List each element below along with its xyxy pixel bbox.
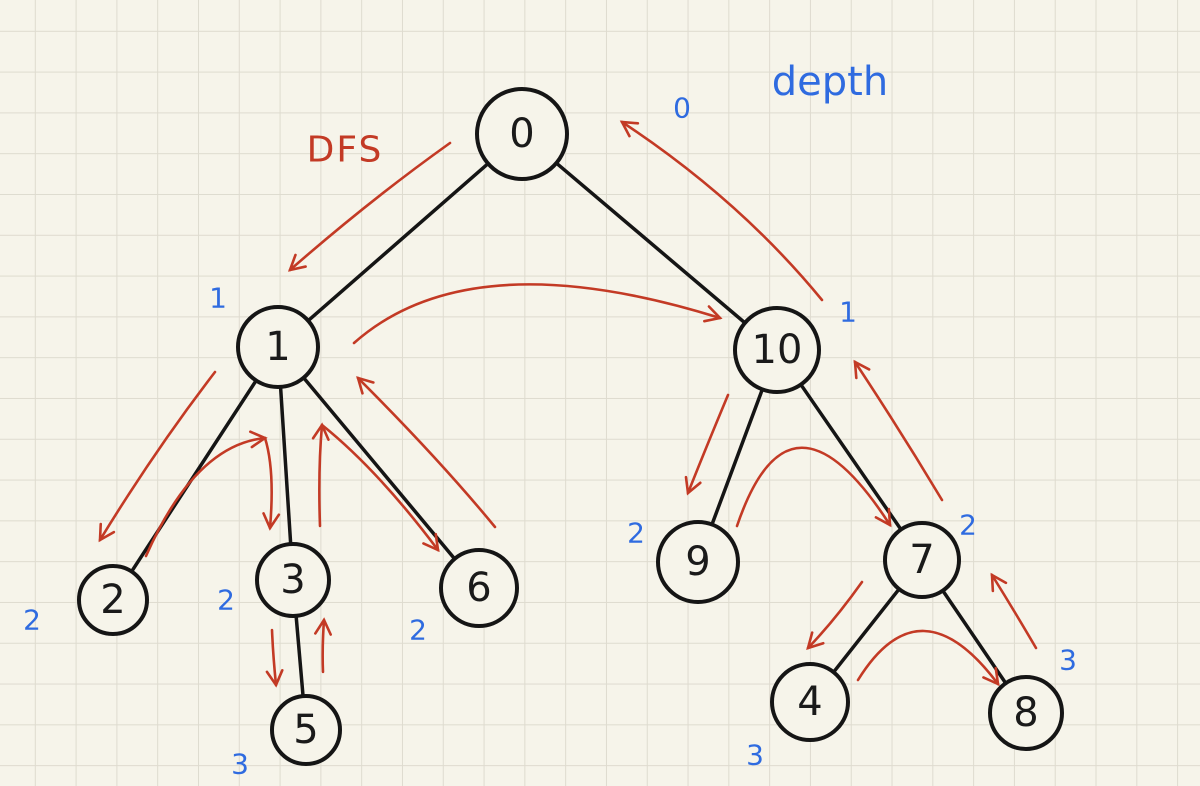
- arrow-5-to-3: [314, 617, 332, 674]
- depth-label-5: 3: [231, 748, 249, 781]
- arrow-4-to-8: [856, 629, 1000, 687]
- node-circle: [475, 87, 569, 181]
- depth-label-6: 2: [409, 614, 427, 647]
- arrow-1-to-3: [262, 436, 281, 531]
- node-label: 4: [797, 679, 822, 725]
- arrow-10-to-9: [684, 393, 730, 496]
- arrow-8-to-7: [990, 572, 1038, 650]
- node-circle: [270, 694, 342, 766]
- arrow-3-to-5: [265, 628, 284, 688]
- node-0: 0: [475, 87, 569, 181]
- node-circle: [236, 305, 320, 389]
- node-label: 7: [909, 537, 934, 583]
- node-label: 1: [265, 324, 290, 370]
- depth-labels: 0 1 1 2 2 2 3 2 2 3 3: [23, 92, 1077, 781]
- node-circle: [77, 564, 149, 636]
- node-8: 8: [988, 675, 1064, 751]
- node-2: 2: [77, 564, 149, 636]
- depth-label-9: 2: [627, 517, 645, 550]
- diagram-title: DFS: [307, 130, 384, 171]
- node-label: 5: [293, 707, 318, 753]
- node-circle: [255, 542, 331, 618]
- arrow-10-to-0: [619, 120, 824, 302]
- depth-label-3: 2: [217, 584, 235, 617]
- edge-7-4: [831, 587, 901, 674]
- depth-label-8: 3: [1059, 644, 1077, 677]
- arrow-7-to-10: [853, 359, 944, 502]
- edge-10-7: [799, 382, 903, 532]
- edge-10-9: [710, 387, 765, 527]
- depth-label-7: 2: [959, 509, 977, 542]
- arrow-1-to-10: [352, 283, 723, 345]
- node-9: 9: [656, 520, 740, 604]
- node-1: 1: [236, 305, 320, 389]
- node-label: 2: [100, 577, 125, 623]
- node-4: 4: [770, 662, 850, 742]
- edge-1-3: [278, 385, 293, 546]
- depth-label-10: 1: [839, 296, 857, 329]
- node-circle: [656, 520, 740, 604]
- node-label: 3: [280, 557, 305, 603]
- node-5: 5: [270, 694, 342, 766]
- node-10: 10: [733, 306, 821, 394]
- arrow-3-to-1: [311, 422, 330, 528]
- arrow-0-to-1: [287, 141, 452, 272]
- arrow-1-to-2: [98, 370, 217, 543]
- node-6: 6: [439, 548, 519, 628]
- depth-label-2: 2: [23, 604, 41, 637]
- node-3: 3: [255, 542, 331, 618]
- edge-0-10: [554, 161, 747, 325]
- edge-1-6: [301, 375, 457, 561]
- arrow-1-to-6: [320, 423, 440, 553]
- edge-0-1: [306, 161, 490, 323]
- node-label: 8: [1013, 690, 1038, 736]
- depth-label-4: 3: [746, 739, 764, 772]
- node-label: 0: [509, 111, 534, 157]
- arrow-2-to-1: [144, 430, 268, 558]
- node-circle: [883, 521, 961, 599]
- node-circle: [988, 675, 1064, 751]
- node-circle: [733, 306, 821, 394]
- depth-label-1: 1: [209, 282, 227, 315]
- node-label: 9: [685, 539, 710, 585]
- depth-header: depth: [772, 59, 888, 105]
- arrow-9-to-10: [735, 446, 892, 528]
- tree-edges: [129, 161, 1008, 698]
- node-circle: [770, 662, 850, 742]
- node-circle: [439, 548, 519, 628]
- node-7: 7: [883, 521, 961, 599]
- depth-label-0: 0: [673, 92, 691, 125]
- arrow-7-to-4: [806, 580, 864, 650]
- traversal-arrows: [98, 120, 1038, 688]
- node-label: 10: [752, 327, 803, 373]
- edge-3-5: [294, 614, 305, 698]
- arrow-6-to-1: [356, 376, 497, 529]
- node-label: 6: [466, 565, 491, 611]
